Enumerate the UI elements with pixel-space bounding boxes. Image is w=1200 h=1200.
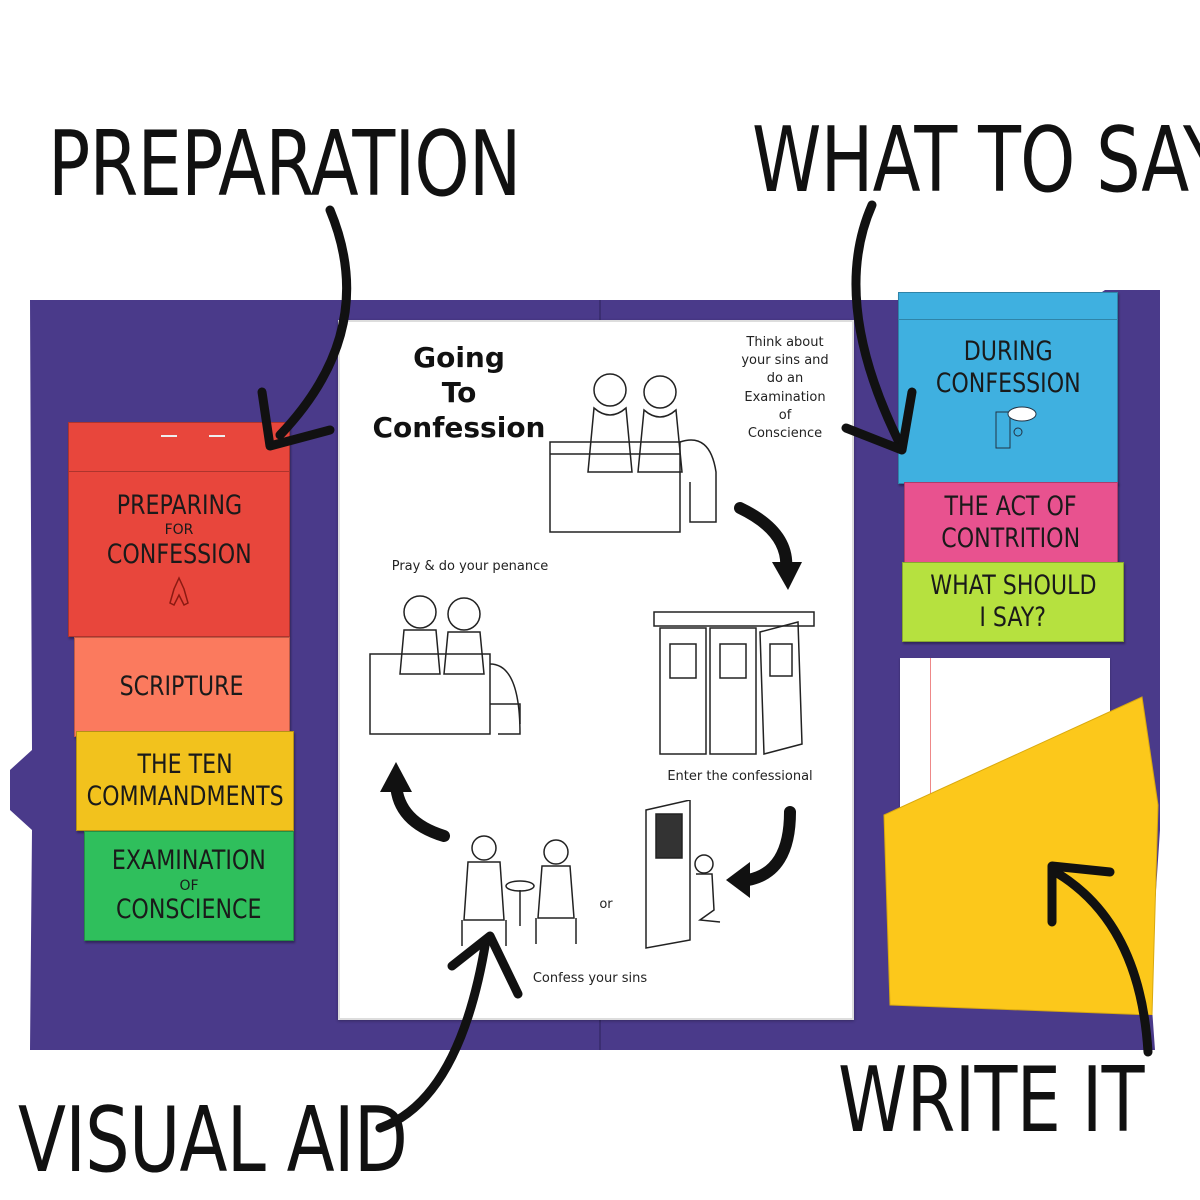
cycle-arrows	[380, 502, 802, 898]
caption-line: your sins and	[741, 353, 829, 369]
tab-label-preparing: PREPARING	[116, 489, 242, 521]
tab-ten-commandments[interactable]: THE TEN COMMANDMENTS	[76, 731, 294, 831]
tab-label-contrition: CONTRITION	[941, 523, 1081, 554]
pew-couple-illustration	[549, 373, 717, 533]
poster-title-line-1: Going	[413, 341, 505, 374]
staple-right	[209, 435, 225, 437]
caption-line: Examination	[744, 389, 826, 405]
tab-what-should-i-say[interactable]: WHAT SHOULD I SAY?	[902, 562, 1124, 642]
staple-left	[161, 435, 177, 437]
face-to-face-confession-illustration	[461, 835, 577, 946]
poster-title: Going To Confession	[354, 340, 564, 445]
tab-scripture[interactable]: SCRIPTURE	[74, 637, 290, 737]
yellow-pocket	[883, 696, 1159, 1015]
caption-line: Think about	[746, 335, 824, 350]
staple-line	[69, 471, 289, 472]
tab-label-the-ten: THE TEN	[137, 748, 233, 780]
tab-label-act-of: THE ACT OF	[944, 490, 1078, 522]
tab-label-conscience: CONSCIENCE	[116, 894, 262, 926]
tab-during-confession[interactable]: DURING CONFESSION	[898, 292, 1118, 484]
poster-title-line-3: Confession	[372, 411, 546, 444]
callout-write-it: WRITE IT	[838, 1048, 1145, 1153]
callout-preparation: PREPARATION	[48, 112, 521, 217]
tab-label-commandments: COMMANDMENTS	[86, 781, 284, 812]
tab-label-examination: EXAMINATION	[112, 845, 266, 877]
praying-pew-illustration	[369, 595, 521, 735]
tab-act-of-contrition[interactable]: THE ACT OF CONTRITION	[904, 482, 1118, 564]
tab-label-what-should: WHAT SHOULD	[929, 569, 1097, 601]
tab-label-for: FOR	[164, 522, 194, 539]
callout-what-to-say: WHAT TO SAY	[752, 108, 1200, 213]
caption-think-about-sins: Think about your sins and do an Examinat…	[730, 334, 840, 443]
tab-examination-of-conscience[interactable]: EXAMINATION OF CONSCIENCE	[84, 831, 294, 941]
tab-label-i-say: I SAY?	[979, 602, 1047, 633]
praying-hands-icon	[169, 576, 189, 607]
staple-line	[899, 319, 1117, 320]
going-to-confession-poster: Going To Confession Think about your sin…	[338, 320, 854, 1020]
tab-label-confession-right: CONFESSION	[935, 368, 1081, 399]
tab-preparing-for-confession[interactable]: PREPARING FOR CONFESSION	[68, 422, 290, 637]
callout-visual-aid: VISUAL AID	[18, 1088, 408, 1193]
caption-or: or	[599, 897, 613, 912]
tab-label-during: DURING	[963, 335, 1053, 367]
tab-label-confession: CONFESSION	[106, 538, 252, 570]
caption-line: do an	[766, 371, 804, 387]
caption-enter-confessional: Enter the confessional	[667, 769, 813, 784]
confessional-icon	[995, 406, 1037, 449]
poster-title-line-2: To	[441, 376, 477, 409]
tab-label-of: OF	[179, 877, 199, 894]
caption-pray-penance: Pray & do your penance	[391, 559, 549, 574]
kneeling-screen-illustration	[645, 800, 721, 949]
caption-line: Conscience	[747, 425, 823, 441]
confessional-doors-illustration	[653, 611, 815, 755]
tab-label-scripture: SCRIPTURE	[120, 670, 244, 702]
caption-line: of	[778, 407, 792, 423]
caption-confess-sins: Confess your sins	[532, 971, 648, 986]
